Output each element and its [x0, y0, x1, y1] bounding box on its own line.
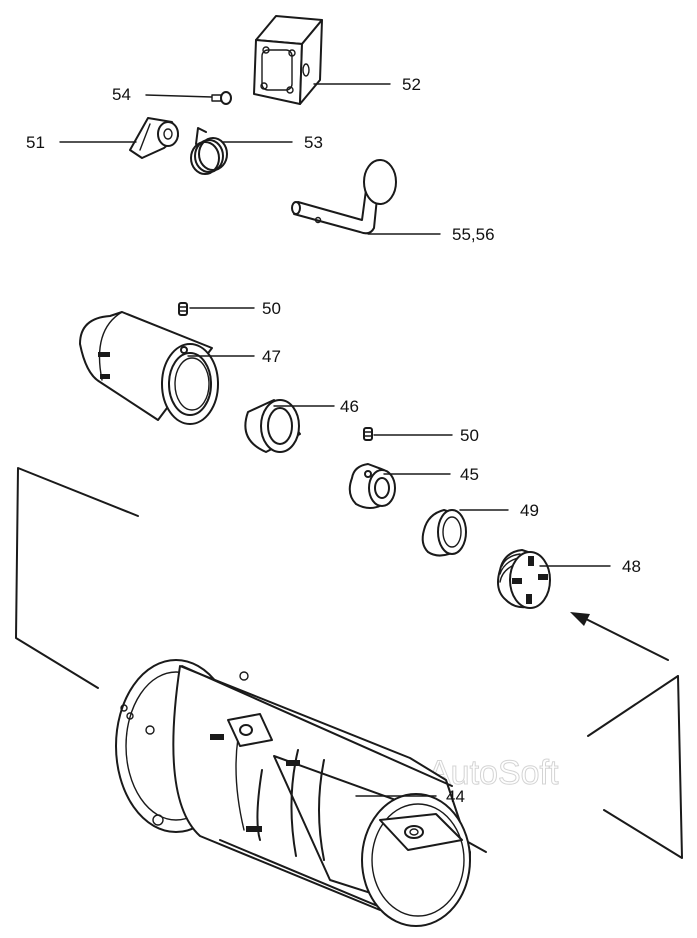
label-46: 46: [340, 397, 359, 416]
part-45-collar: [348, 463, 396, 509]
label-44: 44: [446, 787, 465, 806]
part-50-set-screw-lower: [363, 427, 373, 441]
label-48: 48: [622, 557, 641, 576]
part-50-set-screw-upper: [178, 302, 188, 316]
part-51-lever: [129, 117, 179, 159]
part-46-bushing: [244, 399, 301, 453]
backing-plane: [15, 467, 683, 859]
part-52-mounting-block: [253, 15, 323, 105]
part-48-slotted-nut: [497, 549, 551, 609]
watermark: AutoSoft: [428, 754, 559, 792]
label-47: 47: [262, 347, 281, 366]
part-49-sleeve: [421, 509, 467, 557]
part-44-shaft-housing: [115, 659, 471, 927]
part-53-torsion-spring: [190, 127, 228, 175]
assembly-direction-arrow: [570, 612, 669, 661]
label-55-56: 55,56: [452, 225, 495, 244]
label-45: 45: [460, 465, 479, 484]
label-50-upper: 50: [262, 299, 281, 318]
part-55-56-handle-pin: [291, 159, 397, 235]
part-54-screw: [211, 91, 232, 105]
label-53: 53: [304, 133, 323, 152]
label-51: 51: [26, 133, 45, 152]
label-50-lower: 50: [460, 426, 479, 445]
label-54: 54: [112, 85, 131, 104]
part-47-nose-housing: [79, 311, 219, 425]
label-49: 49: [520, 501, 539, 520]
label-52: 52: [402, 75, 421, 94]
